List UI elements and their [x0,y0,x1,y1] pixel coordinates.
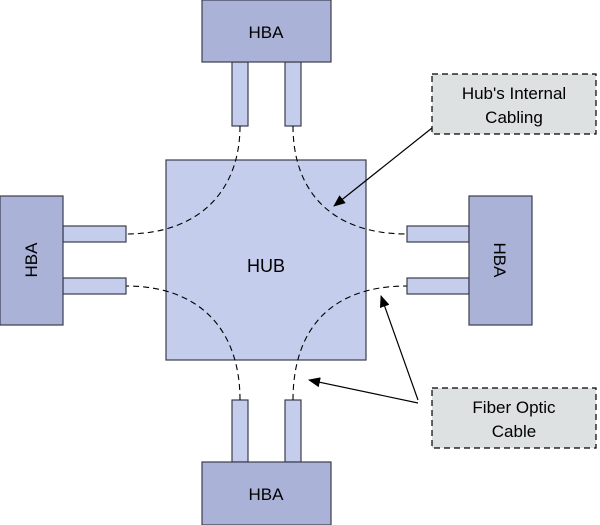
connector-right-top [406,225,470,243]
hba-left-label: HBA [22,242,41,278]
connector-left-bottom [62,277,127,295]
connector-bottom-right [284,399,302,463]
arrow-fiber-optic-lower [308,377,419,404]
dashed-cabling [125,125,408,401]
cable-bottom-left [125,285,241,401]
hub-box [165,159,367,361]
hba-top-label: HBA [249,23,285,42]
connector-bottom-left [231,399,249,463]
hba-top-box [201,0,332,63]
hba-bottom-box [201,461,332,525]
callout-fiber-optic-line1: Fiber Optic [472,398,556,417]
callout-internal-cabling-line2: Cabling [485,108,543,127]
connector-left-top [62,225,127,243]
connector-top-left [231,61,249,127]
callout-internal-cabling-line1: Hub's Internal [462,84,566,103]
callout-internal-cabling-box [431,73,597,135]
connector-top-right [284,61,302,127]
cable-top-left [125,125,241,235]
hba-right-label: HBA [490,243,509,279]
arrow-fiber-optic-upper [379,295,419,401]
connectors [62,61,470,463]
hub-label: HUB [247,256,285,276]
connector-right-bottom [406,277,470,295]
hba-bottom-label: HBA [249,485,285,504]
hba-right-box [468,195,533,326]
cable-top-right [292,125,408,235]
hba-left-box [0,195,64,326]
cable-bottom-right [292,285,408,401]
arrow-internal-cabling [333,127,433,207]
callout-fiber-optic-box [431,387,597,449]
callout-fiber-optic-line2: Cable [492,422,536,441]
